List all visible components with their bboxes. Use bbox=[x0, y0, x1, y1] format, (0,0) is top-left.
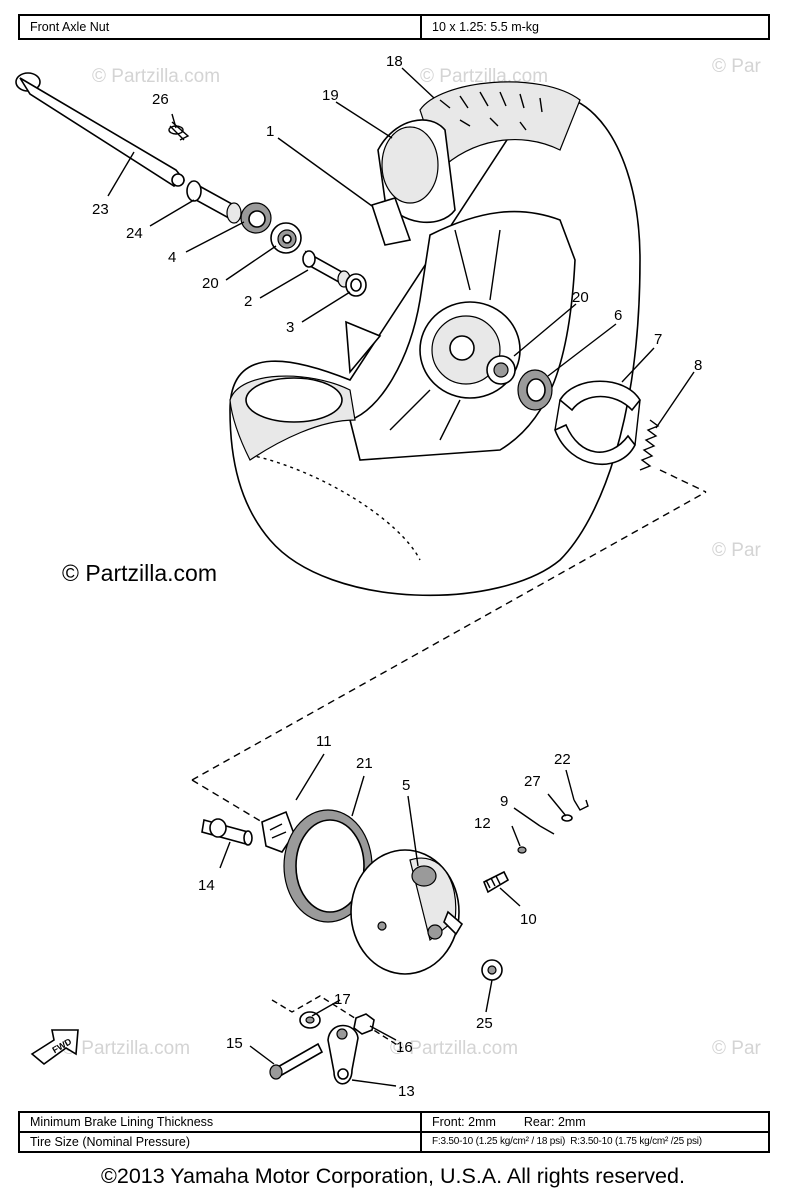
rear-value: Rear: 2mm bbox=[523, 1115, 586, 1129]
tire-liner-1 bbox=[370, 197, 412, 246]
callout-23: 23 bbox=[92, 201, 109, 218]
callout-9: 9 bbox=[500, 793, 508, 810]
callout-19: 19 bbox=[322, 87, 339, 104]
spacer-2 bbox=[302, 250, 351, 288]
spec-value-cell: 10 x 1.25: 5.5 m-kg bbox=[420, 14, 770, 40]
copyright-notice: ©2013 Yamaha Motor Corporation, U.S.A. A… bbox=[101, 1164, 685, 1188]
front-value: Front: 2mm bbox=[432, 1115, 496, 1129]
brake-arm-13 bbox=[327, 1024, 359, 1085]
brake-plate-5 bbox=[350, 849, 464, 975]
tire-front-section bbox=[229, 375, 356, 461]
callout-13: 13 bbox=[398, 1083, 415, 1100]
leader-lines bbox=[107, 67, 695, 1087]
spec-row: Minimum Brake Lining Thickness Front: 2m… bbox=[18, 1111, 770, 1133]
spec-value-cell: F:3.50-10 (1.25 kg/cm² / 18 psi) R:3.50-… bbox=[420, 1131, 770, 1153]
callout-11: 11 bbox=[316, 733, 332, 750]
spec-label-cell: Minimum Brake Lining Thickness bbox=[18, 1111, 422, 1133]
callout-15: 15 bbox=[226, 1035, 243, 1052]
spring-8 bbox=[639, 419, 660, 471]
axle-shaft bbox=[15, 72, 186, 187]
callout-labels: 18 19 1 26 23 24 4 20 2 3 20 6 7 8 11 21… bbox=[92, 53, 702, 1100]
callout-7: 7 bbox=[654, 331, 662, 348]
front-value: F:3.50-10 (1.25 kg/cm² / 18 psi) bbox=[432, 1136, 566, 1147]
callout-4: 4 bbox=[168, 249, 176, 266]
bolt-15 bbox=[269, 1042, 324, 1080]
nut-16 bbox=[353, 1013, 375, 1035]
washer-17 bbox=[299, 1011, 321, 1029]
callout-6: 6 bbox=[614, 307, 622, 324]
callout-10: 10 bbox=[520, 911, 537, 928]
bearing-20-left bbox=[270, 222, 302, 254]
brake-shoe-7 bbox=[553, 380, 641, 466]
callout-22: 22 bbox=[554, 751, 571, 768]
callout-14: 14 bbox=[198, 877, 215, 894]
forward-arrow-icon: FWD bbox=[30, 1029, 79, 1066]
callout-21: 21 bbox=[356, 755, 373, 772]
brake-tire-spec-table: Minimum Brake Lining Thickness Front: 2m… bbox=[18, 1111, 770, 1153]
front-axle-nut-spec-table: Front Axle Nut 10 x 1.25: 5.5 m-kg bbox=[18, 14, 770, 40]
bearing-20-right bbox=[486, 355, 516, 385]
alignment-line bbox=[659, 469, 707, 493]
alignment-line bbox=[191, 491, 707, 781]
callout-20-left: 20 bbox=[202, 275, 219, 292]
watermark: © Par bbox=[712, 1038, 761, 1059]
callout-3: 3 bbox=[286, 319, 294, 336]
small-parts-12-9-27-22 bbox=[517, 799, 589, 854]
callout-24: 24 bbox=[126, 225, 143, 242]
seal-21 bbox=[283, 809, 373, 923]
callout-8: 8 bbox=[694, 357, 702, 374]
washer-3 bbox=[345, 273, 367, 297]
cotter-pin bbox=[168, 121, 190, 141]
rear-value: R:3.50-10 (1.75 kg/cm² /25 psi) bbox=[570, 1136, 702, 1147]
watermark-large: © Partzilla.com bbox=[62, 560, 217, 586]
nut-25 bbox=[481, 959, 503, 981]
oil-seal-6 bbox=[517, 369, 553, 411]
callout-20-right: 20 bbox=[572, 289, 589, 306]
watermark: © Partzilla.com bbox=[390, 1038, 519, 1059]
watermark: © Partzilla.com bbox=[62, 1038, 191, 1059]
valve-stem-14 bbox=[201, 818, 253, 846]
spec-label-cell: Front Axle Nut bbox=[18, 14, 422, 40]
callout-18: 18 bbox=[386, 53, 403, 70]
spec-value-cell: Front: 2mm Rear: 2mm bbox=[420, 1111, 770, 1133]
watermark: © Partzilla.com bbox=[92, 66, 221, 87]
callout-12: 12 bbox=[474, 815, 491, 832]
spec-row: Tire Size (Nominal Pressure) F:3.50-10 (… bbox=[18, 1131, 770, 1153]
callout-1: 1 bbox=[266, 123, 274, 140]
spec-label-cell: Tire Size (Nominal Pressure) bbox=[18, 1131, 422, 1153]
callout-2: 2 bbox=[244, 293, 252, 310]
alignment-line bbox=[191, 779, 263, 823]
callout-25: 25 bbox=[476, 1015, 493, 1032]
callout-26: 26 bbox=[152, 91, 169, 108]
watermark: © Par bbox=[712, 56, 761, 77]
callout-17: 17 bbox=[334, 991, 351, 1008]
oil-seal-4 bbox=[240, 202, 272, 234]
spacer-24 bbox=[186, 180, 242, 224]
callout-5: 5 bbox=[402, 777, 410, 794]
shaft-10 bbox=[482, 870, 510, 894]
callout-16: 16 bbox=[396, 1039, 413, 1056]
callout-27: 27 bbox=[524, 773, 541, 790]
watermark: © Par bbox=[712, 540, 761, 561]
